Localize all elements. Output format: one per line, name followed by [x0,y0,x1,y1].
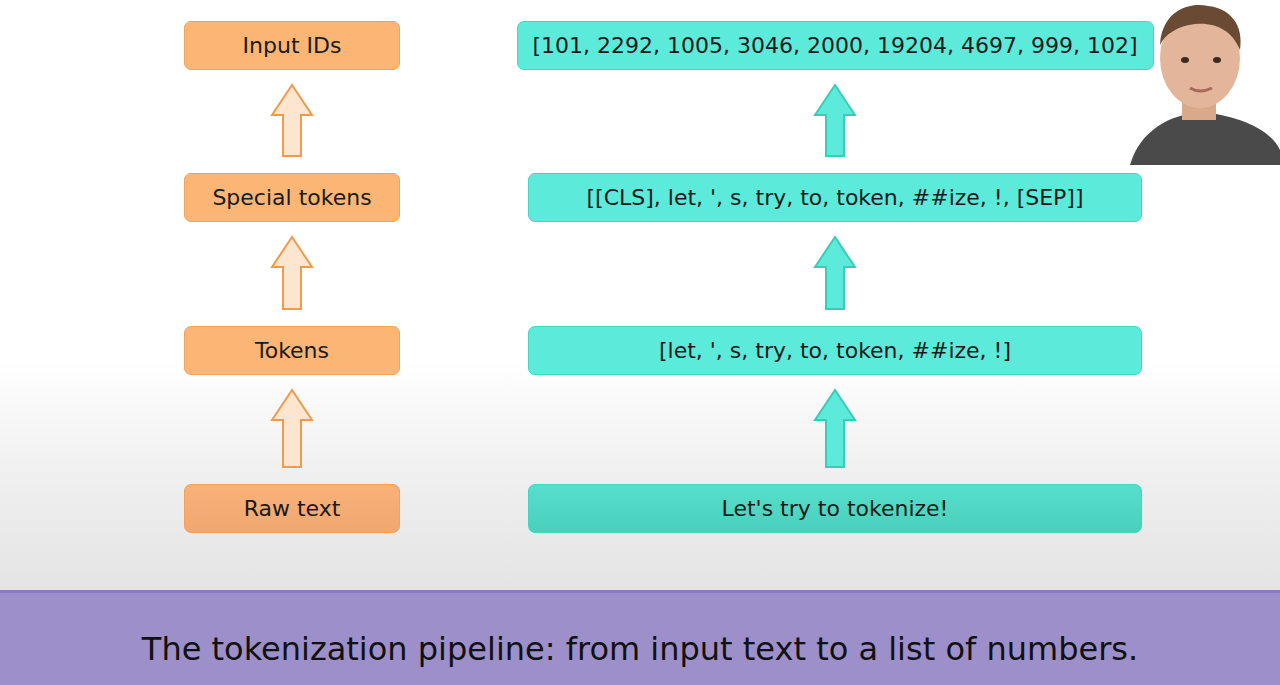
example-box: [[CLS], let, ', s, try, to, token, ##ize… [528,173,1142,222]
stage-box: Tokens [184,326,400,375]
block-arrow [272,390,312,467]
caption-band: The tokenization pipeline: from input te… [0,590,1280,685]
box-label: Let's try to tokenize! [722,496,949,521]
example-box: [101, 2292, 1005, 3046, 2000, 19204, 469… [517,21,1154,70]
box-label: Tokens [255,338,329,363]
box-label: [[CLS], let, ', s, try, to, token, ##ize… [586,185,1083,210]
stage-box: Raw text [184,484,400,533]
block-arrow [272,237,312,309]
box-label: Input IDs [243,33,342,58]
box-label: Special tokens [212,185,371,210]
stage-box: Input IDs [184,21,400,70]
box-label: [101, 2292, 1005, 3046, 2000, 19204, 469… [533,33,1138,58]
caption: The tokenization pipeline: from input te… [142,610,1138,668]
block-arrow [272,85,312,156]
block-arrow [815,85,855,156]
block-arrow [815,237,855,309]
stage-box: Special tokens [184,173,400,222]
example-box: [let, ', s, try, to, token, ##ize, !] [528,326,1142,375]
example-box: Let's try to tokenize! [528,484,1142,533]
block-arrow [815,390,855,467]
box-label: Raw text [244,496,341,521]
box-label: [let, ', s, try, to, token, ##ize, !] [659,338,1011,363]
